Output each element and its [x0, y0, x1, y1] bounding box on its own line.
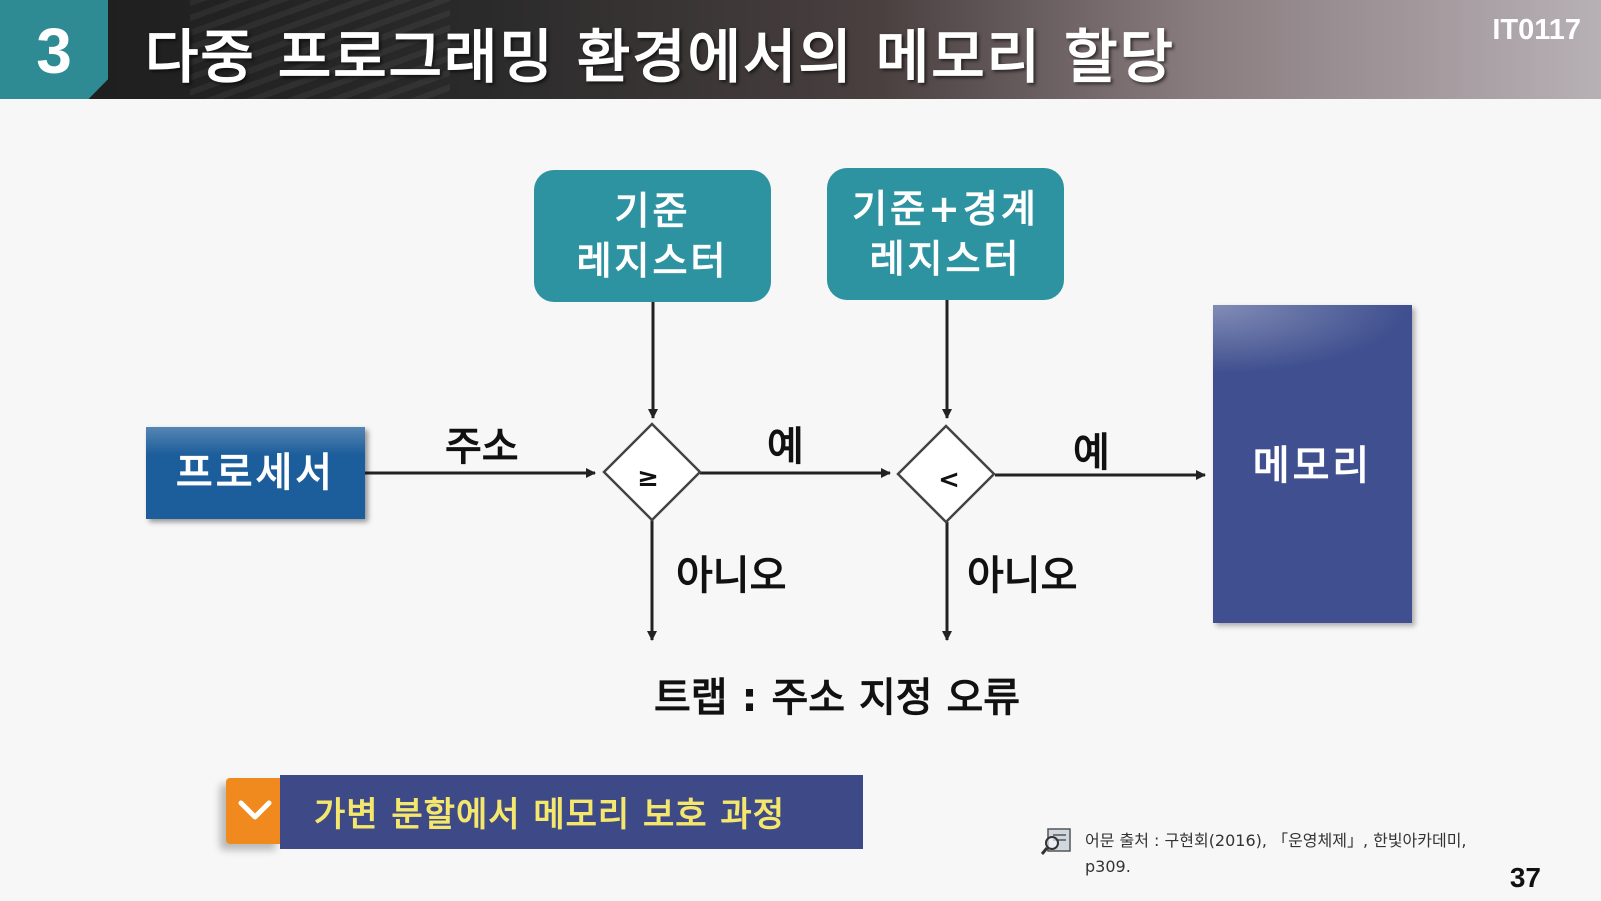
- memory-label: 메모리: [1252, 443, 1373, 489]
- chevron-down-icon: [238, 800, 272, 820]
- caption-banner: 가변 분할에서 메모리 보호 과정: [280, 775, 863, 849]
- processor-label: 프로세서: [175, 450, 336, 496]
- bound-register-line1: 기준+경계: [852, 187, 1039, 231]
- base-register-box: 기준 레지스터: [534, 170, 771, 302]
- yes-label-1: 예: [767, 424, 804, 470]
- base-register-line1: 기준: [614, 189, 691, 233]
- base-register-line2: 레지스터: [576, 239, 729, 283]
- memory-box: 메모리: [1213, 305, 1412, 623]
- magnifier-document-icon: [1040, 828, 1071, 855]
- slide-title: 다중 프로그래밍 환경에서의 메모리 할당: [145, 23, 1175, 91]
- trap-label: 트랩 : 주소 지정 오류: [654, 675, 1021, 721]
- no-label-1: 아니오: [676, 553, 787, 599]
- no-label-2: 아니오: [967, 553, 1078, 599]
- source-citation: 어문 출처 : 구현회(2016), 「운영체제」, 한빛아카데미, p309.: [1085, 831, 1467, 876]
- compare2-symbol: <: [938, 465, 960, 495]
- header-background-pattern: [190, 0, 450, 99]
- course-code: IT0117: [1492, 14, 1581, 46]
- compare-node-2: [896, 424, 996, 524]
- bound-register-box: 기준+경계 레지스터: [827, 168, 1064, 300]
- section-number-tab: 3: [0, 0, 108, 99]
- compare1-symbol: ≥: [637, 463, 659, 493]
- banner-chevron: [226, 778, 282, 844]
- section-number: 3: [36, 15, 72, 87]
- yes-label-2: 예: [1073, 430, 1110, 476]
- bound-register-line2: 레지스터: [869, 237, 1022, 281]
- compare-node-1: [602, 422, 702, 522]
- memory-sheen: [1213, 305, 1412, 375]
- caption-banner-text: 가변 분할에서 메모리 보호 과정: [314, 795, 785, 835]
- address-label: 주소: [445, 424, 519, 470]
- page-number: 37: [1509, 862, 1541, 893]
- slide-header: 3 다중 프로그래밍 환경에서의 메모리 할당 IT0117: [0, 0, 1601, 99]
- processor-box: 프로세서: [146, 427, 365, 519]
